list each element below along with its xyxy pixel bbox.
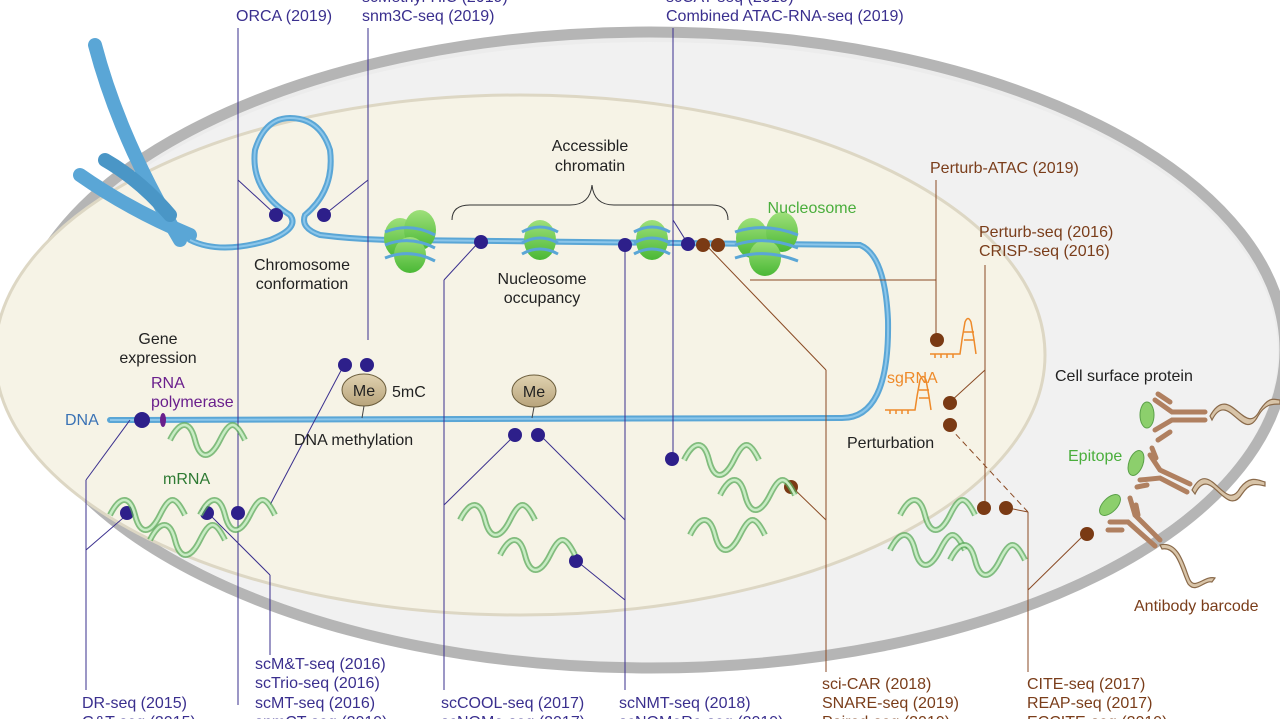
method-label: sci-CAR (2018) — [822, 676, 931, 693]
nucleosome-2 — [521, 220, 559, 260]
method-label: scNOMeRe-seq (2019) — [619, 714, 784, 719]
method-label: ECCITE-seq (2019) — [1027, 714, 1168, 719]
label-dna: DNA — [65, 412, 99, 429]
mrna-ribbon-highlight — [948, 543, 1027, 577]
label-rna-line2: polymerase — [151, 394, 234, 411]
label-nucleosome: Nucleosome — [768, 200, 857, 217]
method-group-sccool: scCOOL-seq (2017) scNOMe-seq (2017) — [441, 695, 585, 719]
chromosome-icon — [73, 38, 197, 247]
method-label: Paired-seq (2019) — [822, 714, 950, 719]
method-label: scTrio-seq (2016) — [255, 675, 380, 692]
label-scmethyl-hic: scMethyl-HiC (2019) — [362, 0, 508, 6]
label-epitope: Epitope — [1068, 448, 1122, 465]
epitope-icon-1 — [1139, 401, 1155, 429]
method-label: DR-seq (2015) — [82, 695, 187, 712]
label-perturbation: Perturbation — [847, 435, 934, 452]
label-chromosome-line1: Chromosome — [254, 257, 350, 274]
mrna-ribbon-highlight — [198, 498, 277, 532]
label-perturb-atac: Perturb-ATAC (2019) — [930, 160, 1079, 177]
method-label: snmCT-seq (2019) — [255, 714, 388, 719]
method-label: SNARE-seq (2019) — [822, 695, 959, 712]
antibody-barcode-ribbons — [1159, 398, 1280, 589]
mrna-ribbon-highlight — [688, 518, 767, 552]
epitope-icon-3 — [1099, 494, 1121, 516]
method-label: scMT-seq (2016) — [255, 695, 375, 712]
method-label: scCOOL-seq (2017) — [441, 695, 584, 712]
label-accessible-line1: Accessible — [552, 138, 629, 155]
sgrna-icon-2 — [885, 375, 932, 414]
label-nucleosome-occupancy-line1: Nucleosome — [498, 271, 587, 288]
label-orca: ORCA (2019) — [236, 8, 332, 25]
mrna-ribbon-highlight — [148, 523, 227, 557]
method-label: CITE-seq (2017) — [1027, 676, 1145, 693]
method-label: scM&T-seq (2016) — [255, 656, 386, 673]
label-nucleosome-occupancy-line2: occupancy — [504, 290, 581, 307]
label-dna-methylation: DNA methylation — [294, 432, 413, 449]
mrna-ribbon-highlight — [168, 423, 247, 457]
rna-polymerase-icon — [160, 413, 166, 427]
mrna-ribbons — [107, 422, 1028, 578]
method-group-dr-gt: DR-seq (2015) G&T-seq (2015) — [82, 695, 196, 719]
mrna-ribbon-highlight — [682, 443, 761, 477]
method-group-scicar: sci-CAR (2018) SNARE-seq (2019) Paired-s… — [822, 676, 959, 719]
nucleosome-cluster-1 — [384, 210, 436, 273]
label-snm3c-seq: snm3C-seq (2019) — [362, 8, 495, 25]
method-label: G&T-seq (2015) — [82, 714, 196, 719]
mrna-ribbon-highlight — [498, 538, 577, 572]
label-gene-line1: Gene — [138, 331, 177, 348]
mrna-ribbon-highlight — [108, 498, 187, 532]
label-gene-line2: expression — [119, 350, 196, 367]
method-label: REAP-seq (2017) — [1027, 695, 1152, 712]
label-combined-atac-rna-seq: Combined ATAC-RNA-seq (2019) — [666, 8, 904, 25]
method-group-scnmt: scNMT-seq (2018) scNOMeRe-seq (2019) — [619, 695, 784, 719]
label-antibody-barcode: Antibody barcode — [1134, 598, 1259, 615]
label-5mc: 5mC — [392, 384, 426, 401]
mrna-ribbon-highlight — [888, 533, 967, 567]
label-accessible-line2: chromatin — [555, 158, 625, 175]
epitope-icon-2 — [1127, 450, 1145, 476]
sgrna-icon-1 — [930, 317, 977, 358]
label-rna-line1: RNA — [151, 375, 185, 392]
nucleosome-3 — [633, 220, 671, 260]
mrna-ribbon-highlight — [458, 503, 537, 537]
label-cell-surface-protein: Cell surface protein — [1055, 368, 1193, 385]
accessible-chromatin-brace — [451, 184, 729, 221]
methyl-group-icon-1 — [341, 373, 387, 419]
label-me-1: Me — [353, 383, 375, 400]
methyl-group-icon-2 — [511, 374, 557, 419]
label-sgrna: sgRNA — [887, 370, 938, 387]
label-me-2: Me — [523, 384, 545, 401]
antibody-icon-2 — [1134, 445, 1193, 495]
mrna-ribbon-highlight — [718, 478, 797, 512]
label-crisp-seq: CRISP-seq (2016) — [979, 243, 1110, 260]
label-perturb-seq: Perturb-seq (2016) — [979, 224, 1113, 241]
antibody-icon-1 — [1152, 391, 1208, 443]
mrna-ribbon-highlight — [898, 498, 977, 532]
label-mrna: mRNA — [163, 471, 210, 488]
antibody-icon-3 — [1105, 495, 1163, 549]
nucleosome-cluster-4 — [734, 212, 799, 276]
method-group-cite: CITE-seq (2017) REAP-seq (2017) ECCITE-s… — [1027, 676, 1168, 719]
label-chromosome-line2: conformation — [256, 276, 349, 293]
label-sccat-seq: scCAT-seq (2019) — [666, 0, 794, 6]
method-group-scmt: scM&T-seq (2016) scTrio-seq (2016) scMT-… — [255, 656, 388, 719]
method-label: scNMT-seq (2018) — [619, 695, 751, 712]
method-label: scNOMe-seq (2017) — [441, 714, 585, 719]
